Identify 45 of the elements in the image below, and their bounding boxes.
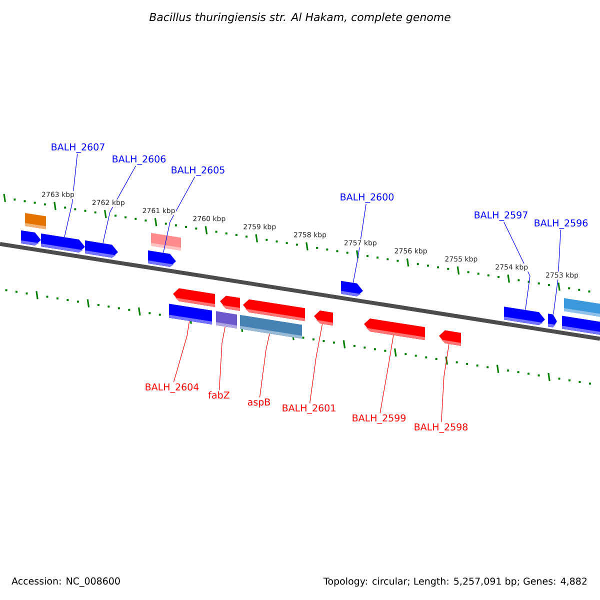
- gene-label: BALH_2596: [534, 219, 588, 229]
- gene-feature: [220, 296, 240, 311]
- leader-line: [102, 166, 136, 244]
- gene-block: [216, 311, 237, 328]
- gene-block: [151, 232, 181, 251]
- title: Bacillus thuringiensis str. Al Hakam, complete genome: [149, 12, 450, 24]
- leader-line: [310, 324, 323, 404]
- gene-label: BALH_2606: [112, 155, 166, 165]
- gene-block: [562, 316, 600, 335]
- gene-feature: [21, 230, 41, 246]
- gene-label: aspB: [248, 398, 270, 408]
- gene-block: [25, 212, 46, 230]
- accession-text: Accession: NC_008600: [12, 577, 120, 587]
- gene-label: fabZ: [208, 391, 230, 399]
- gene-block: [240, 314, 302, 339]
- leader-line: [64, 154, 78, 238]
- gene-feature: [314, 310, 333, 326]
- gene-label: BALH_2601: [282, 404, 336, 414]
- gene-feature: [173, 288, 215, 307]
- gene-label: BALH_2597: [474, 211, 528, 221]
- gene-feature: [548, 314, 557, 328]
- gene-block: [564, 298, 600, 317]
- gene-block: [169, 304, 212, 324]
- leader-line: [218, 326, 226, 390]
- gene-label: BALH_2599: [352, 414, 406, 424]
- gene-feature: [148, 250, 176, 267]
- genome-info-text: Topology: circular; Length: 5,257,091 bp; Genes: 4,882: [323, 577, 587, 587]
- gene-label: BALH_2604: [146, 383, 199, 393]
- gene-feature: [364, 318, 425, 340]
- leader-line: [504, 222, 530, 310]
- leader-line: [553, 230, 561, 315]
- leader-line: [441, 344, 450, 422]
- gene-label: BALH_2600: [340, 193, 394, 203]
- gene-label: BALH_2598: [414, 423, 468, 433]
- gene-feature: [439, 330, 461, 346]
- leader-line: [173, 320, 190, 382]
- gene-label: BALH_2605: [172, 166, 224, 176]
- leader-line: [352, 204, 366, 283]
- leader-line: [259, 333, 270, 398]
- gene-feature: [504, 306, 545, 326]
- leader-line: [163, 176, 196, 253]
- gene-feature: [341, 280, 363, 296]
- gene-label: BALH_2607: [52, 143, 104, 153]
- gene-feature: [85, 240, 118, 258]
- leader-line: [380, 335, 394, 414]
